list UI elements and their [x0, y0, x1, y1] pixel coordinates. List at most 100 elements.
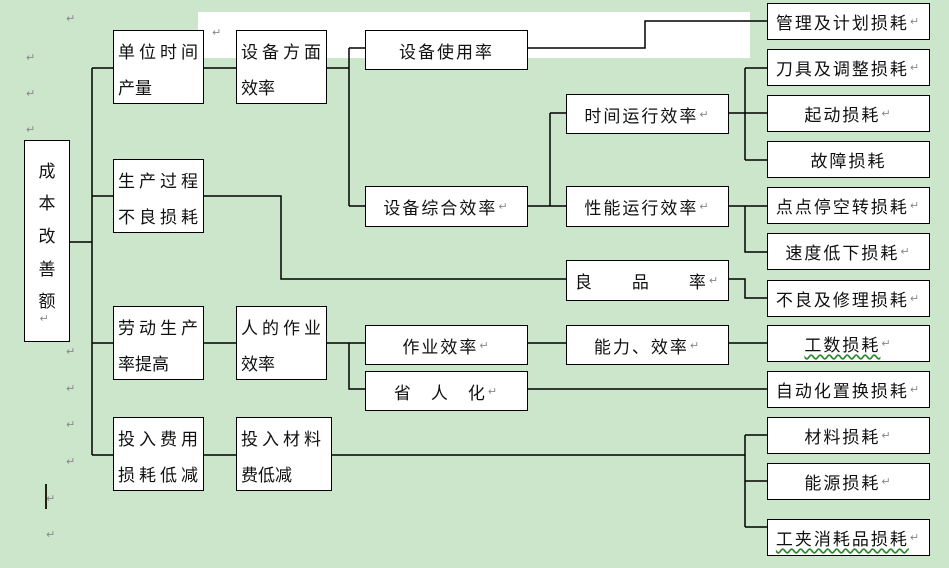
- loss-speed-reduction[interactable]: 速度低下损耗↵: [767, 233, 930, 270]
- loss-breakdown[interactable]: 故障损耗: [767, 141, 930, 178]
- paragraph-mark: ↵: [487, 384, 500, 398]
- node-label: 材料损耗: [804, 428, 881, 448]
- paragraph-mark: ↵: [881, 429, 893, 442]
- node-label: 自动化置换损耗: [775, 382, 909, 402]
- node-line2: 效率: [241, 355, 275, 375]
- node-label: 设备使用率: [399, 42, 494, 63]
- loss-energy[interactable]: 能源损耗↵: [767, 463, 930, 500]
- node-label: 管理及计划损耗: [775, 14, 909, 34]
- node-yield-rate[interactable]: 良品率↵: [566, 260, 729, 301]
- node-line2: 效率: [241, 79, 275, 99]
- root-char: 改: [38, 226, 56, 247]
- loss-startup[interactable]: 起动损耗↵: [767, 95, 930, 132]
- node-oee[interactable]: 设备综合效率↵: [365, 186, 528, 227]
- connector-perf-branch: [728, 205, 768, 253]
- connector-yield-defectloss: [728, 278, 768, 299]
- paragraph-mark: ↵: [909, 199, 922, 212]
- node-ability-efficiency[interactable]: 能力、效率↵: [566, 325, 729, 365]
- connector-defect-yield: [203, 195, 567, 280]
- node-line1: 生产过程: [118, 172, 202, 192]
- node-line1: 劳动生产: [118, 319, 202, 339]
- loss-tooling-adjustment[interactable]: 刀具及调整损耗↵: [767, 49, 930, 86]
- paragraph-mark: ↵: [689, 338, 702, 352]
- paragraph-mark: ↵: [498, 200, 510, 213]
- node-material-cost-reduction[interactable]: 投入材料 费低减: [236, 417, 332, 491]
- node-process-defect-loss[interactable]: 生产过程 不良损耗: [113, 159, 204, 233]
- node-equipment-usage-rate[interactable]: 设备使用率: [365, 30, 528, 70]
- loss-automation-replacement[interactable]: 自动化置换损耗↵: [767, 371, 930, 408]
- paragraph-mark: ↵: [909, 292, 922, 305]
- node-label: 故障损耗: [810, 152, 887, 172]
- connector-oee-branch: [527, 112, 567, 207]
- node-labor-productivity[interactable]: 劳动生产 率提高: [113, 306, 204, 380]
- root-cost-improvement[interactable]: 成 本 改 善 额↵: [24, 140, 70, 342]
- node-label: 作业效率: [402, 337, 479, 358]
- paragraph-mark: ↵: [46, 492, 56, 505]
- paragraph-mark: ↵: [66, 345, 76, 358]
- paragraph-mark: ↵: [909, 383, 922, 396]
- paragraph-mark: ↵: [26, 51, 36, 64]
- node-label: 时间运行效率: [584, 106, 699, 127]
- node-label: 设备综合效率: [383, 199, 498, 219]
- paragraph-mark: ↵: [699, 107, 711, 121]
- node-line2: 产量: [118, 79, 152, 99]
- node-line1: 设备方面: [241, 43, 325, 63]
- paragraph-mark: ↵: [479, 338, 491, 352]
- loss-management-planning[interactable]: 管理及计划损耗↵: [767, 3, 930, 40]
- paragraph-mark: ↵: [881, 107, 893, 120]
- paragraph-mark: ↵: [66, 382, 76, 395]
- node-labor-saving[interactable]: 省人化↵: [365, 371, 528, 411]
- node-unit-time-output[interactable]: 单位时间 产量: [113, 30, 204, 104]
- node-label: 工数损耗: [804, 336, 881, 356]
- root-char: 本: [38, 194, 56, 215]
- node-equipment-efficiency[interactable]: 设备方面 效率: [236, 30, 327, 104]
- loss-jig-consumables[interactable]: 工夹消耗品损耗↵: [767, 519, 930, 556]
- paragraph-mark: ↵: [66, 455, 76, 468]
- node-performance-efficiency[interactable]: 性能运行效率↵: [566, 186, 729, 227]
- loss-minor-stoppage[interactable]: 点点停空转损耗↵: [767, 187, 930, 224]
- node-label: 点点停空转损耗: [775, 198, 909, 218]
- node-label: 起动损耗: [804, 106, 881, 126]
- node-input-cost-reduction[interactable]: 投入费用 损耗低减: [113, 417, 204, 491]
- node-label: 良品率: [574, 273, 708, 293]
- paragraph-mark: ↵: [900, 245, 912, 258]
- paragraph-mark: ↵: [881, 337, 893, 350]
- paragraph-mark: ↵: [708, 274, 721, 287]
- node-time-efficiency[interactable]: 时间运行效率↵: [566, 94, 729, 134]
- paragraph-mark: ↵: [46, 528, 56, 541]
- node-label: 不良及修理损耗: [775, 291, 909, 311]
- paragraph-mark: ↵: [881, 475, 893, 488]
- node-line1: 人的作业: [241, 319, 325, 339]
- node-label: 能力、效率: [593, 337, 689, 358]
- connector-material-branch: [331, 434, 768, 528]
- paragraph-mark: ↵: [26, 87, 36, 100]
- paragraph-mark: ↵: [26, 123, 36, 136]
- paragraph-mark: ↵: [909, 61, 922, 74]
- root-char: 善: [38, 259, 56, 280]
- node-human-work-efficiency[interactable]: 人的作业 效率: [236, 306, 327, 380]
- connector-time-branch: [728, 67, 768, 161]
- node-line1: 投入费用: [118, 430, 202, 450]
- paragraph-mark: ↵: [909, 531, 922, 544]
- node-label: 能源损耗: [804, 474, 881, 494]
- node-line2: 不良损耗: [118, 208, 202, 228]
- text-cursor: [45, 484, 47, 509]
- node-work-efficiency[interactable]: 作业效率↵: [365, 325, 528, 365]
- paragraph-mark: ↵: [212, 26, 222, 39]
- node-line1: 投入材料: [241, 430, 325, 450]
- loss-material[interactable]: 材料损耗↵: [767, 417, 930, 454]
- node-line2: 率提高: [118, 355, 169, 375]
- connector-human-branch: [326, 342, 366, 390]
- connector-usage-mgmt: [527, 20, 768, 49]
- root-char: 成: [38, 161, 56, 182]
- root-char: 额↵: [38, 292, 56, 326]
- connector-equip-branch: [326, 47, 366, 207]
- paragraph-mark: ↵: [66, 418, 76, 431]
- node-line2: 费低减: [241, 466, 292, 486]
- node-label: 速度低下损耗: [785, 244, 900, 264]
- node-line2: 损耗低减: [118, 466, 202, 486]
- loss-defect-repair[interactable]: 不良及修理损耗↵: [767, 280, 930, 317]
- paragraph-mark: ↵: [909, 15, 922, 28]
- loss-man-hours[interactable]: 工数损耗↵: [767, 325, 930, 362]
